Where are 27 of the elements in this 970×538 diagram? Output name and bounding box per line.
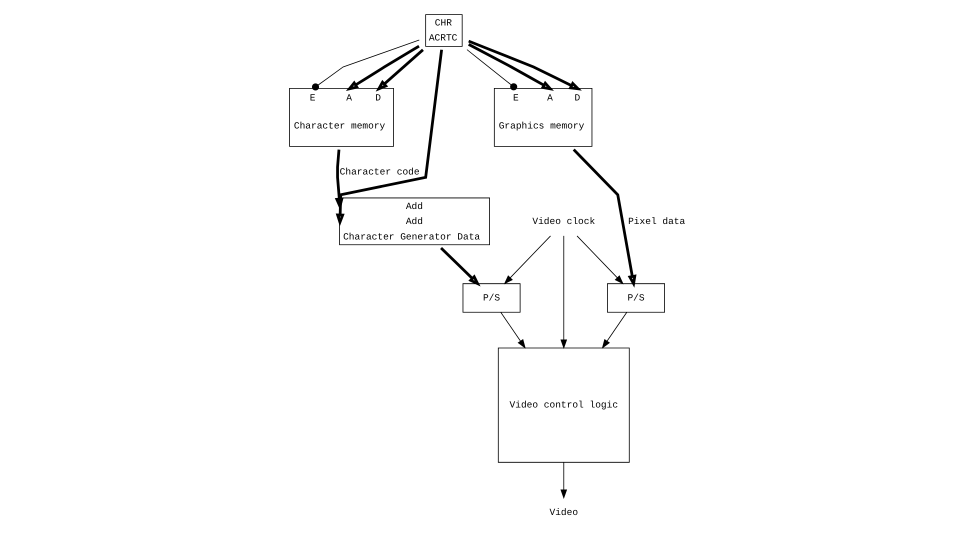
connector: [466, 49, 518, 90]
arrow: [346, 45, 420, 92]
arrow: [572, 148, 636, 288]
arrow: [504, 236, 551, 284]
node-text: Video clock: [532, 216, 596, 227]
arrow: [560, 462, 568, 500]
node-text: Video: [550, 506, 578, 518]
edge-label: Character code: [340, 166, 420, 178]
arrow: [334, 150, 344, 210]
arrow: [602, 312, 628, 349]
node-box: P/S: [607, 283, 665, 313]
arrow: [500, 312, 526, 349]
arrow: [376, 48, 424, 92]
node-box: Add Add Character Generator Data: [339, 198, 490, 246]
edge-label: Pixel data: [628, 216, 686, 227]
arrow: [440, 246, 481, 286]
arrow: [468, 40, 582, 91]
node-box: E A D Graphics memory: [494, 88, 592, 147]
arrow: [336, 50, 443, 226]
node-box: P/S: [462, 283, 521, 313]
node-box: Video control logic: [498, 348, 630, 463]
node-box: E A D Character memory: [289, 88, 394, 147]
arrow: [576, 236, 624, 284]
connector: [312, 40, 420, 91]
arrow: [560, 235, 568, 350]
node-box: CHR ACRTC: [425, 14, 463, 47]
arrow: [468, 43, 554, 91]
